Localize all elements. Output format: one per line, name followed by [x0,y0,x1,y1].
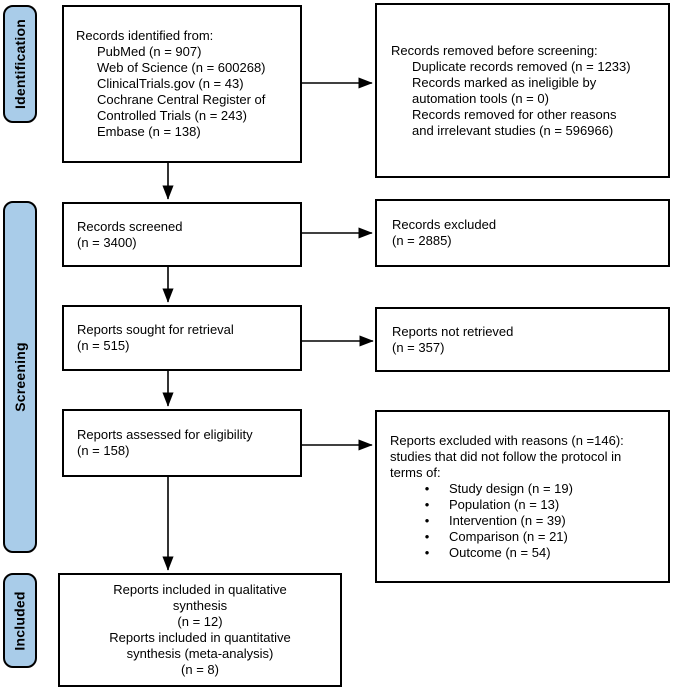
text-line: Cochrane Central Register of [97,92,266,107]
text-line: (n = 8) [181,662,219,677]
box-records-screened: Records screened (n = 3400) [62,202,302,267]
text-line: Web of Science (n = 600268) [97,60,266,75]
text-line: (n = 12) [177,614,223,629]
box-records-removed: Records removed before screening: Duplic… [375,3,670,178]
stage-label-text: Included [12,590,29,651]
box-records-excluded: Records excluded (n = 2885) [375,199,670,267]
bullet-icon: • [424,512,430,528]
bullet-item: • Intervention (n = 39) [390,513,662,529]
text-line: Records marked as ineligible by [412,74,597,90]
text-line: (n = 2885) [392,233,452,248]
text-line: studies that did not follow the protocol… [390,448,622,464]
text-line: Duplicate records removed (n = 1233) [412,58,631,74]
text-line: Reports not retrieved [392,323,514,339]
text-line: Records removed before screening: [391,42,598,58]
text-line: Reports excluded with reasons (n =146): [390,432,624,448]
text-line: Records removed for other reasons [412,106,617,122]
text-line: Reports sought for retrieval [77,322,234,337]
bullet-icon: • [424,528,430,544]
text-line: ClinicalTrials.gov (n = 43) [97,76,244,91]
text-line: (n = 3400) [77,234,137,250]
box-reports-not-retrieved: Reports not retrieved (n = 357) [375,307,670,372]
box-reports-excluded-reasons: Reports excluded with reasons (n =146): … [375,410,670,583]
text-line: synthesis (meta-analysis) [126,646,274,661]
text-line: Reports included in quantitative [109,630,291,645]
stage-label-included: Included [3,573,37,668]
box-reports-sought: Reports sought for retrieval (n = 515) [62,305,302,371]
text-line: (n = 357) [392,339,445,355]
box-reports-assessed: Reports assessed for eligibility (n = 15… [62,409,302,477]
bullet-text: Comparison (n = 21) [449,528,568,544]
text-line: Records identified from: [76,28,214,43]
text-line: terms of: [390,464,441,480]
text-line: PubMed (n = 907) [97,44,202,59]
bullet-text: Study design (n = 19) [449,480,573,496]
text-line: Controlled Trials (n = 243) [97,108,247,123]
bullet-icon: • [424,496,430,512]
stage-label-text: Screening [12,342,28,412]
text-line: Records screened [77,218,183,234]
box-records-identified: Records identified from: PubMed (n = 907… [62,5,302,163]
stage-label-text: Identification [12,19,29,109]
box-reports-included: Reports included in qualitative synthesi… [58,573,342,687]
bullet-icon: • [424,544,430,560]
bullet-icon: • [424,480,430,496]
bullet-text: Intervention (n = 39) [449,512,566,528]
bullet-item: • Study design (n = 19) [390,481,662,497]
text-line: Reports assessed for eligibility [77,427,253,442]
bullet-text: Population (n = 13) [449,496,560,512]
bullet-item: • Population (n = 13) [390,497,662,513]
bullet-text: Outcome (n = 54) [449,544,551,560]
stage-label-screening: Screening [3,201,37,553]
text-line: (n = 515) [77,338,130,353]
text-line: and irrelevant studies (n = 596966) [412,122,614,138]
stage-label-identification: Identification [3,5,37,123]
text-line: automation tools (n = 0) [412,90,549,106]
text-line: (n = 158) [77,443,130,458]
text-line: Embase (n = 138) [97,124,201,139]
text-line: synthesis [172,598,228,613]
text-line: Records excluded [392,217,497,232]
bullet-item: • Outcome (n = 54) [390,545,662,561]
text-line: Reports included in qualitative [113,582,287,597]
bullet-item: • Comparison (n = 21) [390,529,662,545]
